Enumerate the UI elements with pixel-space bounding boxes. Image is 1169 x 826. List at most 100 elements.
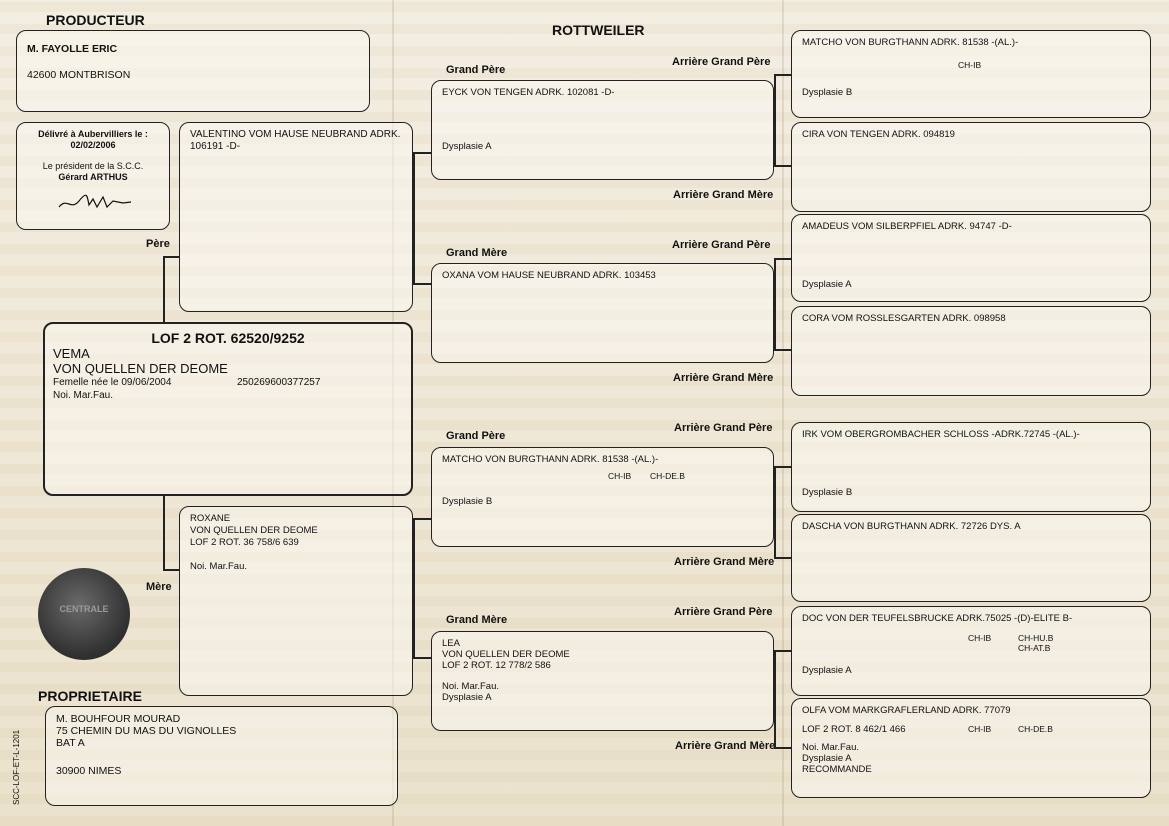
ggp3-box: AMADEUS VOM SILBERPFIEL ADRK. 94747 -D- …: [791, 214, 1151, 302]
ggp8-title1: CH-IB: [968, 724, 992, 734]
dog-name1: VEMA: [53, 346, 90, 361]
connector: [774, 466, 791, 468]
sire-line1: VALENTINO VOM HAUSE NEUBRAND ADRK.: [190, 129, 401, 140]
official-seal: CENTRALE: [38, 568, 130, 660]
connector: [774, 258, 791, 260]
gm2-l5: Dysplasie A: [442, 692, 492, 703]
connector: [163, 496, 165, 570]
dog-chip: 250269600377257: [237, 377, 321, 388]
gp2-dys: Dysplasie B: [442, 496, 493, 507]
producer-name: M. FAYOLLE ERIC: [27, 43, 118, 55]
issue-president-name: Gérard ARTHUS: [58, 172, 128, 182]
dog-lof: LOF 2 ROT. 62520/9252: [151, 330, 305, 346]
connector: [413, 657, 431, 659]
dog-color: Noi. Mar.Fau.: [53, 390, 114, 401]
agp-label: Arrière Grand Père: [672, 56, 771, 68]
ggp6-box: DASCHA VON BURGTHANN ADRK. 72726 DYS. A: [791, 514, 1151, 602]
ggp8-name: OLFA VOM MARKGRAFLERLAND ADRK. 77079: [802, 705, 1011, 716]
breed-title: ROTTWEILER: [552, 22, 645, 38]
ggp1-title: CH-IB: [958, 60, 982, 70]
connector: [413, 152, 415, 284]
ggp4-box: CORA VOM ROSSLESGARTEN ADRK. 098958: [791, 306, 1151, 396]
agp-label: Arrière Grand Père: [672, 239, 771, 251]
owner-name: M. BOUHFOUR MOURAD: [56, 713, 181, 725]
connector: [413, 283, 431, 285]
connector: [774, 74, 776, 166]
connector: [774, 466, 776, 558]
gp2-title2: CH-DE.B: [650, 471, 685, 481]
connector: [774, 650, 776, 748]
ggp7-title3: CH-AT.B: [1018, 643, 1051, 653]
issue-date: 02/02/2006: [70, 140, 116, 150]
gm1-box: OXANA VOM HAUSE NEUBRAND ADRK. 103453: [431, 263, 774, 363]
agp-label: Arrière Grand Père: [674, 606, 773, 618]
sire-box: VALENTINO VOM HAUSE NEUBRAND ADRK. 10619…: [179, 122, 413, 312]
connector: [163, 569, 179, 571]
ggp6-name: DASCHA VON BURGTHANN ADRK. 72726 DYS. A: [802, 521, 1021, 532]
agm-label: Arrière Grand Mère: [673, 189, 774, 201]
ggp7-dys: Dysplasie A: [802, 665, 852, 676]
ggp8-lof: LOF 2 ROT. 8 462/1 466: [802, 724, 906, 735]
gm2-box: LEA VON QUELLEN DER DEOME LOF 2 ROT. 12 …: [431, 631, 774, 731]
ggp3-dys: Dysplasie A: [802, 279, 852, 290]
ggp7-box: DOC VON DER TEUFELSBRUCKE ADRK.75025 -(D…: [791, 606, 1151, 696]
ggp5-name: IRK VOM OBERGROMBACHER SCHLOSS -ADRK.727…: [802, 429, 1080, 440]
ggp7-name: DOC VON DER TEUFELSBRUCKE ADRK.75025 -(D…: [802, 613, 1073, 624]
connector: [413, 518, 415, 658]
producteur-title: PRODUCTEUR: [46, 12, 145, 28]
form-code: SCC-LOF-ET-L-1201: [12, 729, 21, 805]
gm2-l4: Noi. Mar.Fau.: [442, 681, 500, 692]
producer-box: M. FAYOLLE ERIC 42600 MONTBRISON: [16, 30, 370, 112]
proprietaire-title: PROPRIETAIRE: [38, 688, 142, 704]
owner-city: 30900 NIMES: [56, 765, 122, 777]
ggp2-box: CIRA VON TENGEN ADRK. 094819: [791, 122, 1151, 212]
dam-line4: Noi. Mar.Fau.: [190, 561, 248, 572]
grand-mere-label: Grand Mère: [446, 247, 508, 259]
sire-line2: 106191 -D-: [190, 141, 241, 152]
dam-line2: VON QUELLEN DER DEOME: [190, 525, 318, 536]
ggp3-name: AMADEUS VOM SILBERPFIEL ADRK. 94747 -D-: [802, 221, 1012, 232]
gp1-name: EYCK VON TENGEN ADRK. 102081 -D-: [442, 87, 615, 98]
ggp1-box: MATCHO VON BURGTHANN ADRK. 81538 -(AL.)-…: [791, 30, 1151, 118]
dog-box: LOF 2 ROT. 62520/9252 VEMA VON QUELLEN D…: [43, 322, 413, 496]
connector: [774, 650, 791, 652]
owner-addr2: BAT A: [56, 737, 85, 749]
dam-line1: ROXANE: [190, 513, 231, 524]
connector: [774, 258, 776, 350]
gp2-title1: CH-IB: [608, 471, 632, 481]
agm-label: Arrière Grand Mère: [675, 740, 776, 752]
connector: [774, 349, 791, 351]
dam-line3: LOF 2 ROT. 36 758/6 639: [190, 537, 299, 548]
gm2-l1: LEA: [442, 638, 460, 649]
gm1-name: OXANA VOM HAUSE NEUBRAND ADRK. 103453: [442, 270, 656, 281]
producer-city: 42600 MONTBRISON: [27, 69, 131, 81]
ggp7-title1: CH-IB: [968, 633, 992, 643]
grand-mere-label: Grand Mère: [446, 614, 508, 626]
grand-pere-label: Grand Père: [446, 430, 506, 442]
mere-label: Mère: [146, 581, 172, 593]
ggp8-recommande: RECOMMANDE: [802, 764, 872, 775]
ggp8-title2: CH-DE.B: [1018, 724, 1053, 734]
connector: [163, 256, 179, 258]
agp-label: Arrière Grand Père: [674, 422, 773, 434]
gp1-dys: Dysplasie A: [442, 141, 492, 152]
fold-line: [782, 0, 784, 826]
ggp4-name: CORA VOM ROSSLESGARTEN ADRK. 098958: [802, 313, 1006, 324]
connector: [413, 518, 431, 520]
owner-addr1: 75 CHEMIN DU MAS DU VIGNOLLES: [56, 725, 237, 737]
ggp5-dys: Dysplasie B: [802, 487, 853, 498]
agm-label: Arrière Grand Mère: [673, 372, 774, 384]
connector: [774, 557, 791, 559]
ggp7-title2: CH-HU.B: [1018, 633, 1054, 643]
issue-place: Délivré à Aubervilliers le :: [38, 129, 148, 139]
gp1-box: EYCK VON TENGEN ADRK. 102081 -D- Dysplas…: [431, 80, 774, 180]
agm-label: Arrière Grand Mère: [674, 556, 775, 568]
ggp8-box: OLFA VOM MARKGRAFLERLAND ADRK. 77079 LOF…: [791, 698, 1151, 798]
ggp5-box: IRK VOM OBERGROMBACHER SCHLOSS -ADRK.727…: [791, 422, 1151, 512]
gp2-name: MATCHO VON BURGTHANN ADRK. 81538 -(AL.)-: [442, 454, 659, 465]
signature: [58, 194, 132, 209]
ggp2-name: CIRA VON TENGEN ADRK. 094819: [802, 129, 955, 140]
connector: [413, 152, 431, 154]
owner-box: M. BOUHFOUR MOURAD 75 CHEMIN DU MAS DU V…: [45, 706, 398, 806]
gm2-l3: LOF 2 ROT. 12 778/2 586: [442, 660, 551, 671]
